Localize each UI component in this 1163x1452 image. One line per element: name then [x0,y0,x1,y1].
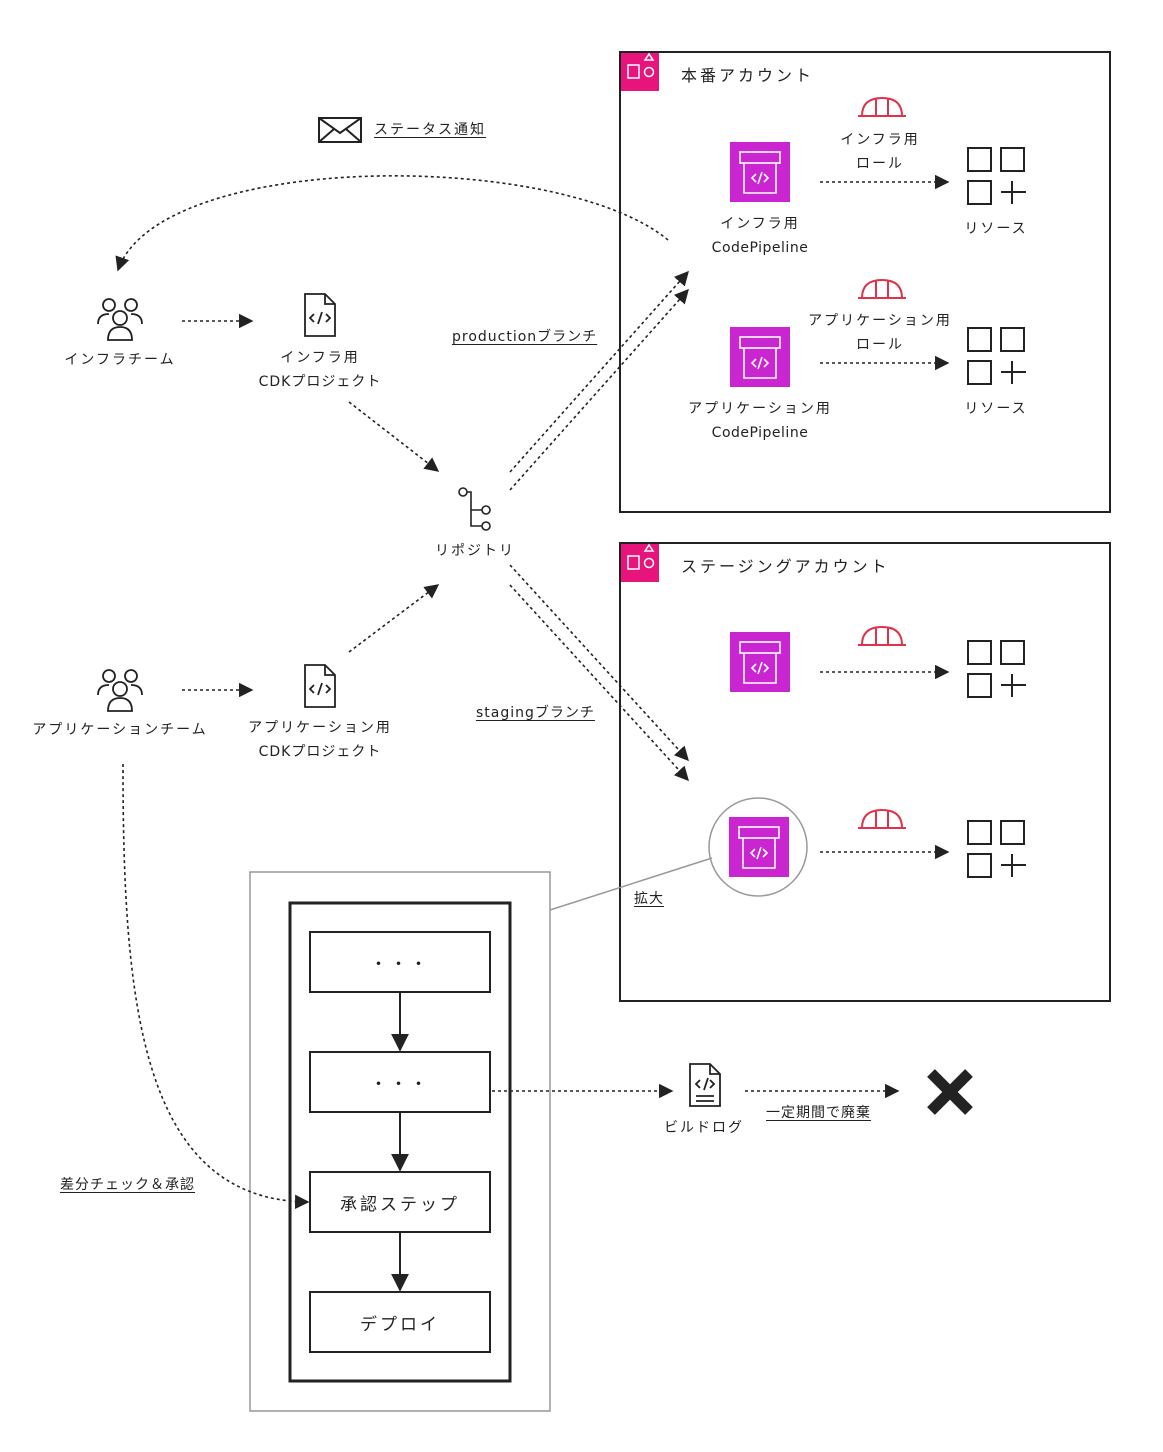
staging-account-title: ステージングアカウント [681,557,890,576]
zoom-label: 拡大 [634,891,664,907]
staging-branch-label: stagingブランチ [476,705,595,721]
infra-cdk-file-icon [304,293,336,337]
zoom-panel [249,871,551,1412]
zoom-connector [549,857,713,911]
build-log-label: ビルドログ [664,1120,744,1136]
resource-4-icon [967,820,1026,878]
infra-team-icon [97,298,143,341]
git-branch-icon [458,487,491,531]
production-branch-label: productionブランチ [452,329,598,345]
app-role-label-1: アプリケーション用 [808,313,952,329]
step-deploy-box [309,1291,491,1353]
notification-arrow [115,175,669,272]
resource-2-icon [967,327,1026,385]
production-account-icon [621,52,659,91]
step-1-label: ・・・ [370,955,430,975]
infra-role-label-1: インフラ用 [840,132,920,148]
repository-label: リポジトリ [435,543,515,559]
step-approval-label: 承認ステップ [340,1195,460,1215]
infra-cdk-label-1: インフラ用 [280,350,360,366]
diff-check-arrow [122,763,310,1210]
app-codepipeline-icon [730,327,790,387]
log-file-icon [689,1063,721,1107]
infra-cdk-label-2: CDKプロジェクト [258,374,382,390]
app-pipeline-label-2: CodePipeline [711,425,809,441]
step-2-label: ・・・ [370,1075,430,1095]
infra-role-helmet-icon [858,96,906,117]
staging-codepipeline-2-icon [729,817,789,877]
step-1-box [309,931,491,993]
app-role-helmet-icon [858,278,906,299]
infra-role-label-2: ロール [856,156,904,172]
staging-codepipeline-1-icon [730,632,790,692]
infra-team-label: インフラチーム [64,352,176,368]
app-cdk-label-1: アプリケーション用 [248,720,392,736]
app-cdk-file-icon [304,664,336,708]
x-mark-icon [927,1069,973,1115]
resource-label-1: リソース [964,221,1028,237]
app-role-label-2: ロール [856,337,904,353]
production-account-title: 本番アカウント [681,66,815,85]
app-team-label: アプリケーションチーム [32,722,208,738]
app-cdk-to-repo-arrow [348,584,440,653]
app-pipeline-label-1: アプリケーション用 [688,401,832,417]
repo-to-infra-pipeline-arrow [509,270,689,473]
resource-label-2: リソース [964,401,1028,417]
staging-role-1-helmet-icon [858,625,906,646]
notification-label: ステータス通知 [374,122,486,138]
pipeline-stages-box [288,901,512,1383]
step-2-box [309,1051,491,1113]
production-account-box [619,51,1111,513]
diff-check-label: 差分チェック＆承認 [60,1177,195,1193]
infra-codepipeline-icon [730,142,790,202]
app-cdk-label-2: CDKプロジェクト [258,744,382,760]
repo-to-staging-pipeline-1-arrow [509,564,689,762]
repo-to-staging-pipeline-2-arrow [509,584,689,782]
step-approval-box [309,1171,491,1233]
infra-cdk-to-repo-arrow [348,401,440,472]
staging-account-icon [621,543,659,582]
discard-label: 一定期間で廃棄 [766,1105,871,1121]
resource-3-icon [967,640,1026,698]
repo-to-app-pipeline-arrow [509,288,689,491]
infra-pipeline-label-2: CodePipeline [711,240,809,256]
infra-pipeline-label-1: インフラ用 [720,216,800,232]
app-team-icon [97,669,143,712]
envelope-icon [318,117,362,143]
staging-role-2-helmet-icon [858,808,906,829]
resource-1-icon [967,147,1026,205]
staging-account-box [619,542,1111,1002]
step-deploy-label: デプロイ [360,1315,440,1335]
